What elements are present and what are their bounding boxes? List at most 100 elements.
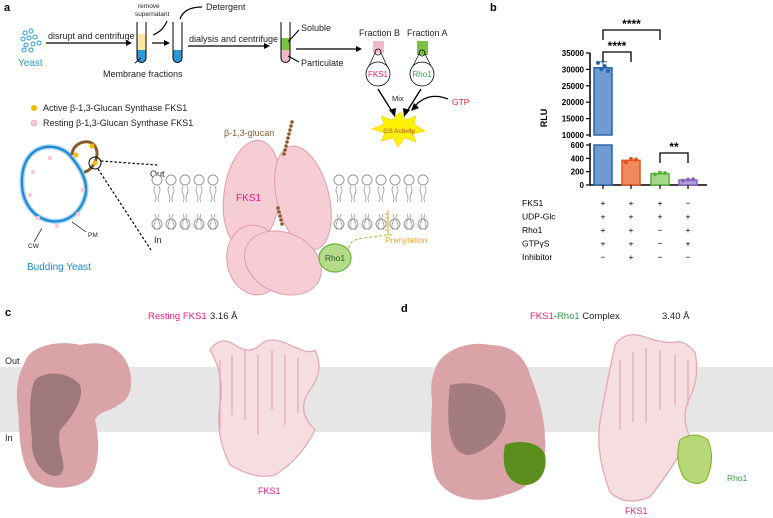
remove-label-1: remove: [138, 3, 160, 10]
fraction-b-label: Fraction B: [359, 28, 400, 38]
panel-c-resolution: 3.16 Å: [210, 311, 238, 322]
lipid-tail: [181, 185, 189, 203]
condition-value: +: [629, 225, 634, 235]
data-point: [606, 69, 610, 74]
data-point: [634, 157, 638, 162]
glucan-chain-icon: [276, 120, 294, 226]
y-tick-label: 35000: [562, 49, 585, 58]
lipid-tail: [391, 185, 399, 203]
membrane-fractions-label: Membrane fractions: [103, 69, 183, 79]
lipid-head: [375, 174, 387, 186]
condition-row-label: UDP-Glc: [522, 212, 556, 222]
bar-lower-segment: [593, 144, 613, 186]
lipid-head: [361, 218, 373, 230]
panel-d-title: FKS1-Rho1 Complex: [530, 311, 620, 322]
panel-c-label: c: [5, 307, 11, 319]
tube-fractions: [280, 22, 291, 63]
lipid-head: [207, 218, 219, 230]
lipid-head: [333, 174, 345, 186]
condition-value: +: [601, 198, 606, 208]
legend-resting: Resting β-1,3-Glucan Synthase FKS1: [43, 118, 193, 128]
cw-label: CW: [28, 243, 40, 250]
gs-activity-burst: [371, 111, 426, 148]
title-fks1: FKS1: [530, 311, 554, 322]
lipid-tail: [419, 213, 427, 231]
lipid-tail: [349, 213, 357, 231]
lipid-head: [151, 174, 163, 186]
title-dash: -: [554, 311, 557, 322]
lipid-tail: [363, 213, 371, 231]
lipid-tail: [153, 185, 161, 203]
yeast-label: Yeast: [18, 58, 43, 69]
data-point: [624, 160, 628, 165]
resting-fks1-legend-icon: [30, 119, 38, 127]
prenylation-label: Prenylation: [385, 235, 428, 245]
data-point: [596, 60, 600, 65]
bar: [621, 159, 641, 186]
lipid-tail: [335, 185, 343, 203]
gtp-label: GTP: [452, 97, 470, 107]
data-point: [602, 64, 607, 69]
mix-label: Mix: [392, 94, 404, 103]
panel-d-label: d: [401, 303, 408, 315]
tube-detergent: [172, 22, 183, 63]
y-tick-label: 20000: [562, 98, 585, 107]
gs-activity-label: GS Activity: [383, 128, 415, 135]
data-point: [599, 67, 604, 72]
panel-b-label: b: [490, 2, 497, 14]
condition-table: FKS1+++−UDP-Glc++++Rho1++−+GTPγS++−+Inhi…: [522, 198, 691, 262]
fks1-model-label-d: FKS1: [625, 506, 648, 516]
lipid-head: [375, 218, 387, 230]
prenyl-group-icon: [385, 210, 392, 236]
lipid-head: [347, 218, 359, 230]
prenylation-linker: [348, 234, 388, 249]
fks1-fraction-label: FKS1: [368, 70, 389, 79]
yeast-cells-icon: [20, 28, 42, 53]
condition-value: +: [658, 198, 663, 208]
data-point: [653, 172, 657, 177]
step2-label: dialysis and centrifuge: [189, 34, 278, 44]
in-label-c: In: [5, 433, 13, 443]
lipid-head: [165, 174, 177, 186]
lipid-head: [179, 174, 191, 186]
lipid-tail: [209, 213, 217, 231]
fraction-a-tube: [417, 41, 428, 55]
condition-row-label: Rho1: [522, 225, 543, 235]
lipid-tail: [153, 213, 161, 231]
rho1-fraction-label: Rho1: [412, 70, 432, 79]
condition-row-label: GTPγS: [522, 239, 550, 249]
panel-a-label: a: [4, 2, 11, 14]
lipid-head: [193, 174, 205, 186]
condition-value: +: [601, 239, 606, 249]
lipid-tail: [195, 185, 203, 203]
data-point: [658, 170, 662, 175]
condition-value: +: [601, 212, 606, 222]
rho1-protein-drawing: [318, 243, 352, 273]
y-tick-label: 0: [580, 181, 585, 190]
bar: [593, 67, 613, 136]
fks1-protein-drawing: [222, 139, 332, 296]
lipid-tail: [349, 185, 357, 203]
step1-label: disrupt and centrifuge: [48, 31, 135, 41]
lipid-tail: [209, 185, 217, 203]
condition-value: +: [629, 198, 634, 208]
condition-value: +: [629, 252, 634, 262]
budding-yeast-label: Budding Yeast: [27, 262, 91, 273]
fraction-b-tube: [373, 41, 384, 53]
lipid-tail: [181, 213, 189, 231]
lipid-head: [347, 174, 359, 186]
lipid-head: [389, 218, 401, 230]
tube-membrane-fractions: [136, 22, 147, 63]
lipid-tail: [363, 185, 371, 203]
lipid-head: [389, 174, 401, 186]
lipid-tail: [167, 213, 175, 231]
condition-value: +: [686, 225, 691, 235]
active-fks1-legend-icon: [31, 105, 37, 111]
legend-active: Active β-1,3-Glucan Synthase FKS1: [43, 103, 187, 113]
title-complex: Complex: [580, 311, 620, 322]
fraction-a-label: Fraction A: [407, 28, 448, 38]
condition-row-label: Inhibitor: [522, 252, 552, 262]
significance-bracket: [602, 51, 632, 62]
rho1-protein-label: Rho1: [325, 253, 346, 263]
significance-label: ****: [622, 17, 641, 31]
